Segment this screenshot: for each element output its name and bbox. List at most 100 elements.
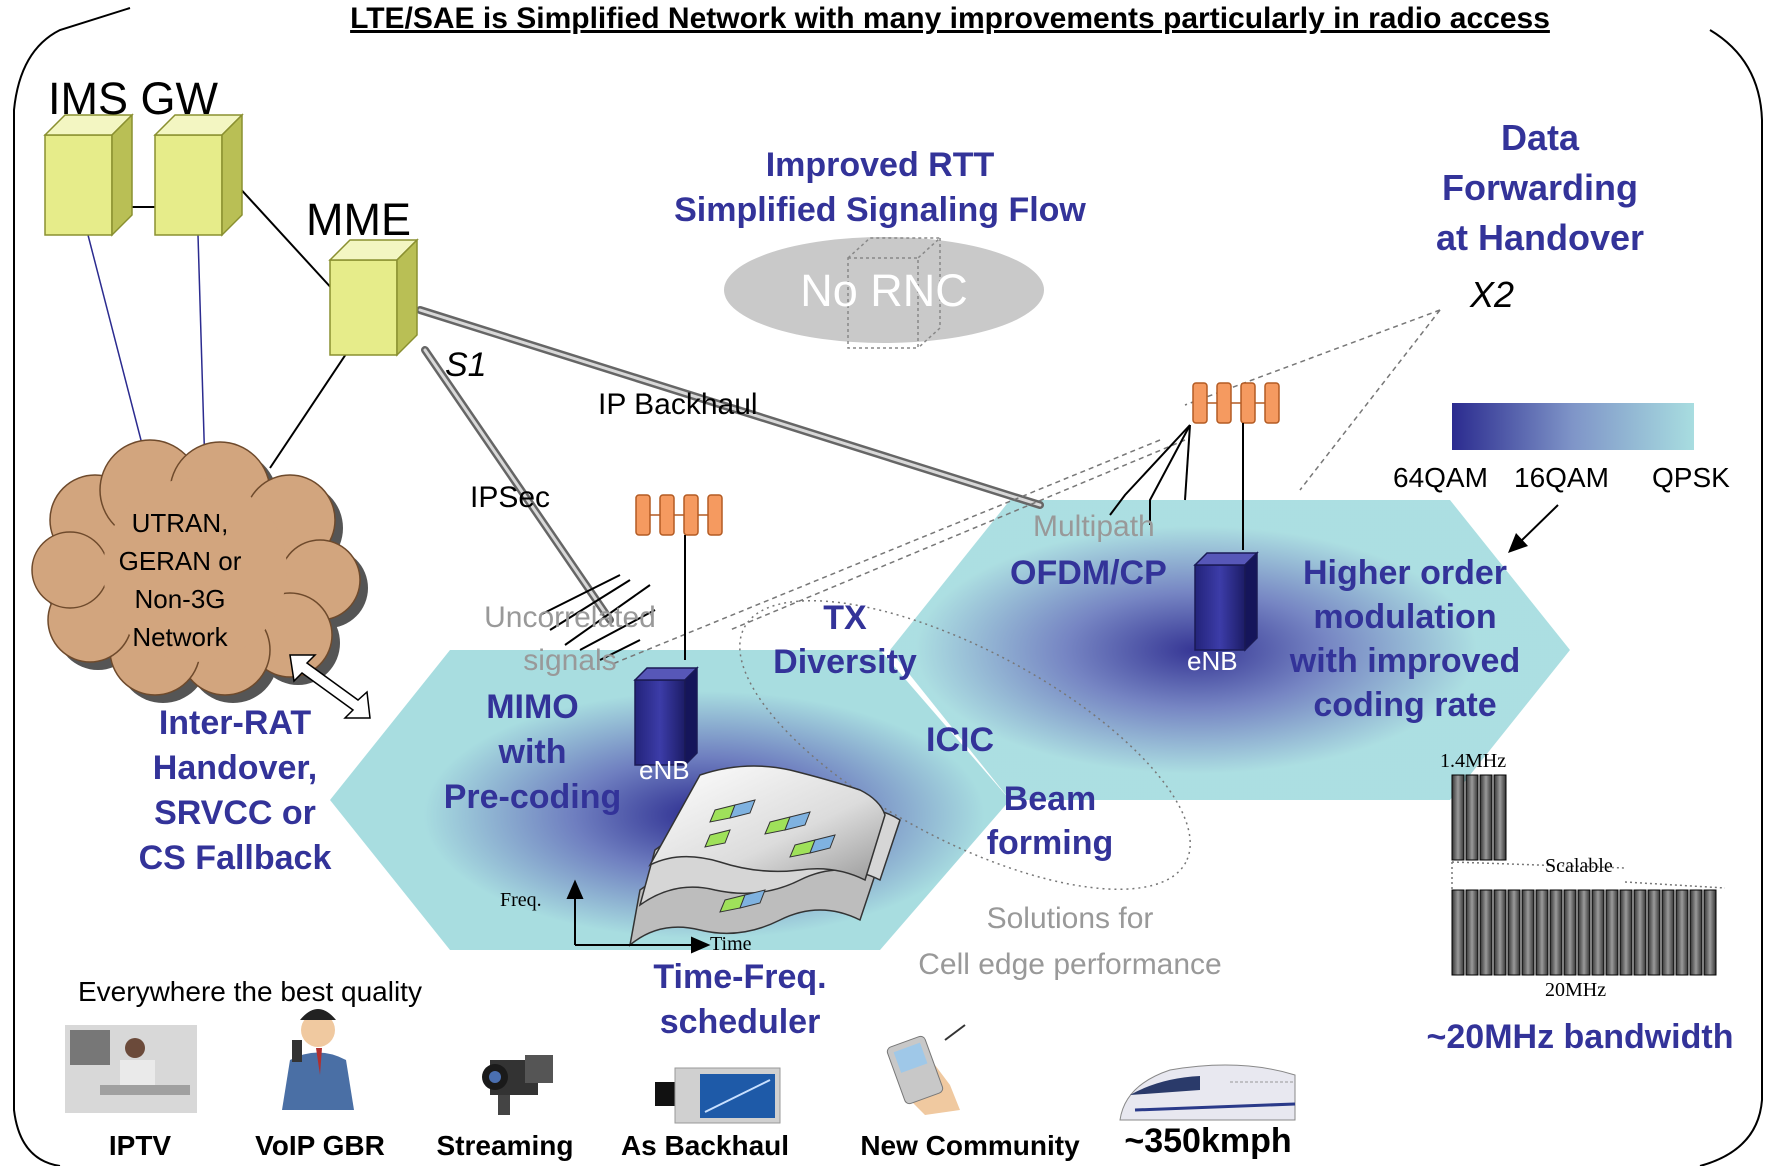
service-voip-label: VoIP GBR [255,1130,385,1161]
enb-left-label: eNB [639,755,690,785]
solutions-line1: Solutions for [986,902,1154,935]
scheduler-line2: scheduler [659,1003,821,1041]
bandwidth-bar [1563,889,1577,976]
outer-frame [13,7,1763,1166]
tx-diversity-line2: Diversity [773,643,917,681]
antenna-right [1192,382,1280,550]
service-streaming-label: Streaming [436,1130,574,1161]
freq-time-axes [566,879,711,954]
cloud-line2: GERAN or [118,546,242,576]
service-community-label: New Community [860,1130,1080,1161]
bandwidth-bar [1507,889,1521,976]
data-forwarding-line2: Forwarding [1442,167,1638,208]
node-mme [328,238,419,357]
resource-blocks [704,799,836,913]
bandwidth-bar [1493,889,1507,976]
ipsec-label: IPSec [470,481,551,514]
ip-backhaul-label: IP Backhaul [598,388,758,421]
legacy-cloud [31,439,368,703]
mod-qpsk-label: QPSK [1652,462,1730,493]
bandwidth-bar [1619,889,1633,976]
node-ims [43,113,134,237]
bandwidth-bar [1633,889,1647,976]
scalable-line-top [1451,861,1626,869]
bandwidth-narrow-bars [1451,774,1507,861]
page-title: LTE/SAE is Simplified Network with many … [350,2,1550,35]
enb-right-label: eNB [1187,646,1238,676]
bandwidth-bar [1689,889,1703,976]
pda-icon [886,1024,966,1115]
line-gw-mme [224,171,336,293]
bw-scalable-label: Scalable [1545,855,1613,877]
inter-rat-line4: CS Fallback [138,839,332,877]
ofdm-label: OFDM/CP [1010,554,1167,592]
inter-rat-line2: Handover, [152,749,318,787]
mimo-line1: MIMO [486,688,579,726]
enb-right-box [1193,551,1259,652]
line-ims-cloud [87,234,151,476]
cloud-line1: UTRAN, [131,508,229,538]
higher-order-line4: coding rate [1313,686,1497,724]
s1-label: S1 [445,346,487,384]
enb-left-box [633,666,699,767]
bw-1-4mhz-label: 1.4MHz [1440,750,1507,772]
train-icon [1119,1064,1296,1121]
mod-16qam-label: 16QAM [1514,462,1609,493]
mme-label: MME [306,194,411,245]
uncorrelated-line2: signals [523,644,617,677]
service-backhaul-label: As Backhaul [620,1130,790,1161]
bandwidth-bar [1521,889,1535,976]
rtt-subtitle: Simplified Signaling Flow [674,191,1086,229]
cloud-line4: Network [132,622,228,652]
modulation-arrow [1519,504,1559,543]
bandwidth-bar [1605,889,1619,976]
rnc-ghost-box [847,237,942,349]
service-speed-label: ~350kmph [1124,1122,1292,1160]
voip-icon [282,1009,354,1110]
multipath-rays [1109,424,1191,525]
iptv-icon [65,1025,197,1113]
modulation-arrowhead [1508,533,1528,553]
cell-edge-ellipse [739,599,1191,891]
bw-20mhz-label: 20MHz [1545,979,1607,1001]
bandwidth-caption: ~20MHz bandwidth [1426,1018,1734,1056]
modulation-bar [1452,403,1694,450]
inter-rat-line1: Inter-RAT [158,704,312,742]
bandwidth-bar [1465,889,1479,976]
scheduler-line1: Time-Freq. [653,958,827,996]
bandwidth-bar [1549,889,1563,976]
streaming-camera-icon [482,1055,553,1115]
bandwidth-bar [1479,889,1493,976]
service-iptv-label: IPTV [108,1130,172,1161]
data-forwarding-line1: Data [1500,117,1580,158]
line-gw-cloud [197,234,206,471]
uncorrelated-line1: Uncorrelated [484,601,656,634]
bandwidth-bar [1535,889,1549,976]
solutions-line2: Cell edge performance [918,948,1222,981]
mimo-rays [539,574,656,661]
beam-line2: forming [986,824,1114,862]
mod-64qam-label: 64QAM [1393,462,1488,493]
time-axis-label: Time [710,933,752,955]
mimo-line3: Pre-coding [443,778,622,816]
no-rnc-ellipse [724,237,1044,343]
bandwidth-bar [1675,889,1689,976]
backhaul-card-icon [655,1067,781,1124]
higher-order-line2: modulation [1313,598,1497,636]
no-rnc-label: No RNC [800,265,968,316]
bandwidth-bar [1703,889,1717,976]
higher-order-line3: with improved [1289,642,1521,680]
services-heading: Everywhere the best quality [78,976,422,1007]
antenna-left [635,494,723,660]
line-mme-cloud [269,347,351,469]
higher-order-line1: Higher order [1302,554,1508,592]
tx-diversity-line1: TX [823,599,867,637]
backhaul-pipes [416,306,1044,624]
ims-gw-label: IMS GW [48,73,218,124]
mimo-line2: with [498,733,567,771]
node-gw [153,113,244,237]
icic-label: ICIC [926,721,994,759]
freq-axis-label: Freq. [500,889,542,911]
bandwidth-bar [1661,889,1675,976]
